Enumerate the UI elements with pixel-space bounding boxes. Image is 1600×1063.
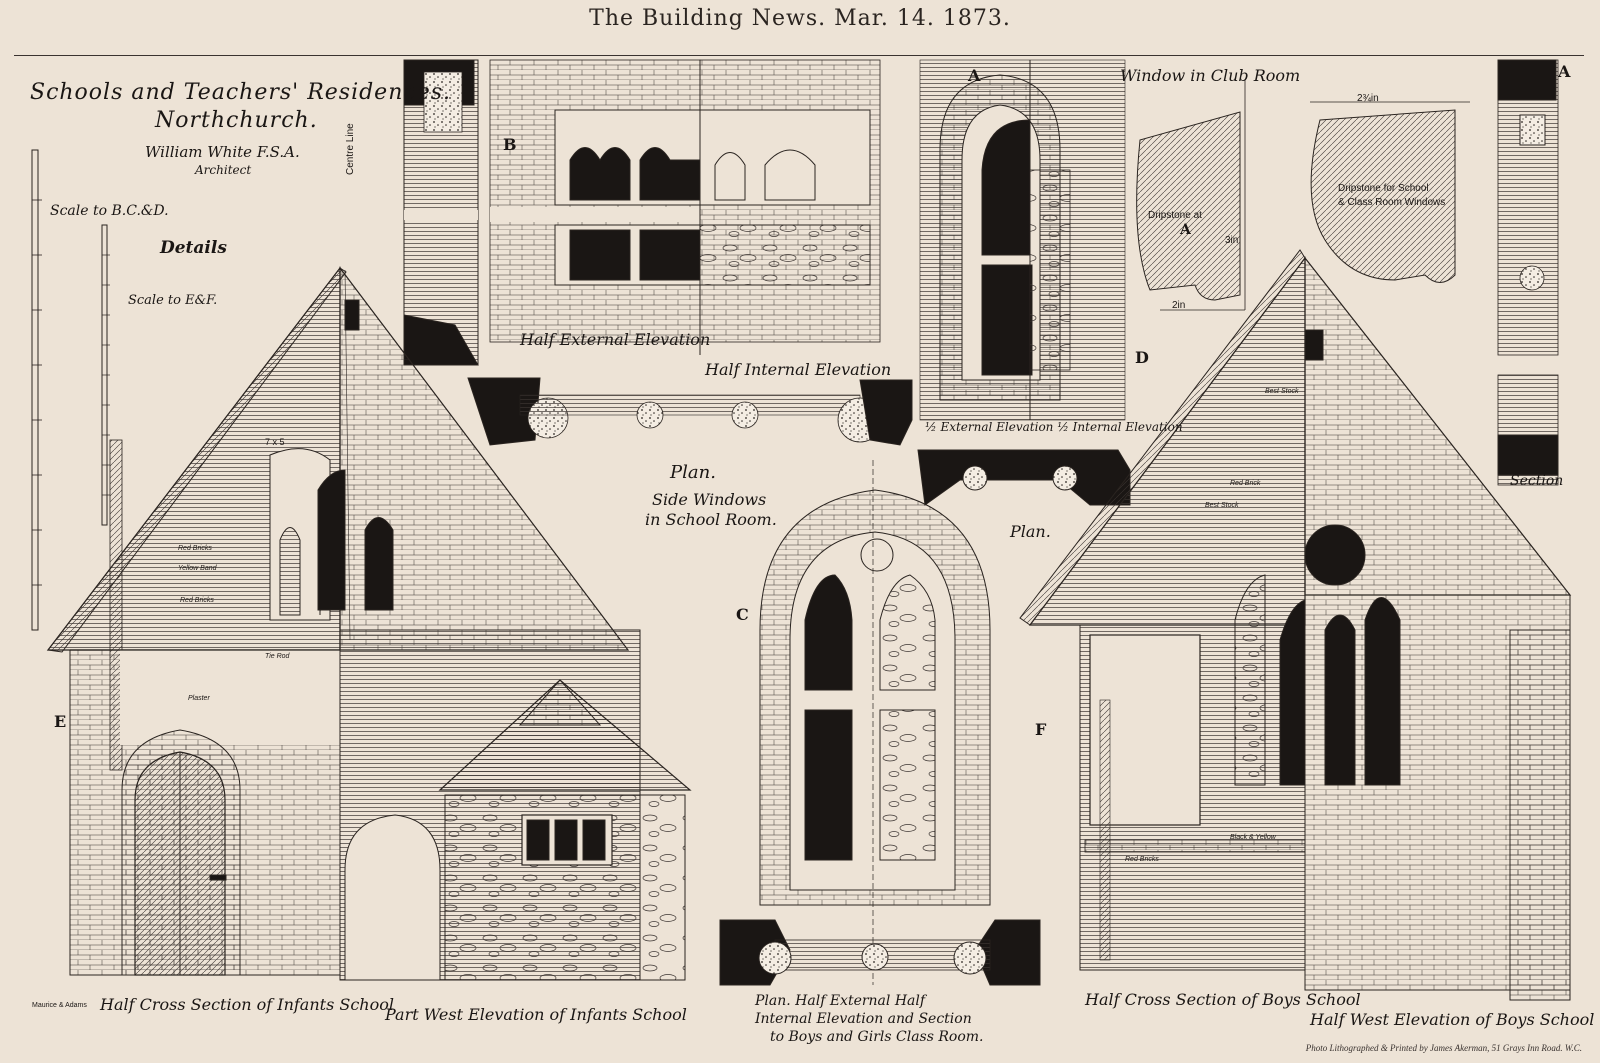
printer-credit: Photo Lithographed & Printed by James Ak… <box>1305 1043 1582 1053</box>
best-stock-label-2: Best Stock <box>1205 502 1239 509</box>
dripstone-school-line2: & Class Room Windows <box>1338 197 1446 208</box>
caption-plan-half-2: Internal Elevation and Section <box>755 1011 972 1027</box>
dim-2in: 2in <box>1172 300 1186 311</box>
label-b: B <box>503 135 517 154</box>
tie-rod-label: Tie Rod <box>265 653 290 660</box>
plaster-label: Plaster <box>188 695 210 702</box>
caption-plan-half-1: Plan. Half External Half <box>755 993 926 1009</box>
label-d: D <box>1135 348 1149 367</box>
side-windows-line1: Side Windows <box>652 490 767 509</box>
label-e: E <box>54 712 67 731</box>
label-c: C <box>736 605 749 624</box>
scale-ef-label: Scale to E&F. <box>128 293 218 308</box>
plan-label-1: Plan. <box>670 462 716 483</box>
dripstone-school-line1: Dripstone for School <box>1338 183 1429 194</box>
best-stock-label-1: Best Stock <box>1265 388 1299 395</box>
dim-2-3-4-in: 2¾in <box>1357 93 1379 104</box>
detail-b-section <box>403 59 479 366</box>
side-windows-line2: in School Room. <box>645 510 777 529</box>
caption-infants-west: Part West Elevation of Infants School <box>385 1005 687 1024</box>
detail-d-window <box>917 59 1131 506</box>
plan-label-2: Plan. <box>1010 522 1051 541</box>
caption-half-internal: Half Internal Elevation <box>705 360 892 379</box>
dripstone-a-letter: A <box>1180 222 1191 238</box>
yellow-band-label: Yellow Band <box>178 565 217 572</box>
drawing-sheet <box>14 55 1584 1016</box>
infants-west-elevation <box>317 266 692 981</box>
dripstone-profile-school <box>1310 101 1470 283</box>
scale-bcd-label: Scale to B.C.&D. <box>50 203 169 219</box>
architect-name: William White F.S.A. <box>145 143 300 161</box>
detail-section-right <box>1497 59 1559 486</box>
caption-plan-half-3: to Boys and Girls Class Room. <box>770 1029 984 1045</box>
architect-role: Architect <box>195 163 252 177</box>
red-brick-label: Red Brick <box>1230 480 1261 487</box>
label-a1: A <box>968 66 981 85</box>
caption-ext-int: ½ External Elevation ½ Internal Elevatio… <box>925 420 1183 434</box>
scale-bar-left <box>31 149 110 631</box>
plan-b <box>467 377 913 446</box>
details-label: Details <box>160 238 227 258</box>
window-club-room-label: Window in Club Room <box>1120 66 1301 85</box>
dim-7x5-label: 7 x 5 <box>265 437 285 447</box>
drawing-title: Schools and Teachers' Residences. <box>30 80 451 105</box>
red-bricks-label-2: Red Bricks <box>180 597 214 604</box>
centre-line-label: Centre Line <box>345 123 356 175</box>
caption-boys-west: Half West Elevation of Boys School <box>1310 1010 1595 1029</box>
boys-west-elevation <box>1234 256 1572 1001</box>
caption-infants-section: Half Cross Section of Infants School <box>100 995 394 1014</box>
infants-section <box>46 266 347 976</box>
page-header: The Building News. Mar. 14. 1873. <box>589 6 1011 31</box>
black-yellow-label: Black & Yellow <box>1230 834 1276 841</box>
label-a2: A <box>1558 62 1571 81</box>
caption-half-external: Half External Elevation <box>520 330 711 349</box>
detail-b-elevation <box>489 59 881 355</box>
label-f: F <box>1035 720 1047 739</box>
red-bricks-label-1: Red Bricks <box>178 545 212 552</box>
engraver-credit: Maurice & Adams <box>32 1002 87 1009</box>
section-label: Section <box>1510 473 1564 489</box>
dim-3in: 3in <box>1225 235 1239 246</box>
boys-section <box>1019 249 1306 971</box>
caption-boys-section: Half Cross Section of Boys School <box>1085 990 1361 1009</box>
dripstone-at-label: Dripstone at <box>1148 210 1202 221</box>
detail-c-window <box>719 460 1041 986</box>
red-bricks-label-3: Red Bricks <box>1125 856 1159 863</box>
dripstone-profile-a <box>1136 80 1246 311</box>
drawing-location: Northchurch. <box>155 108 318 133</box>
